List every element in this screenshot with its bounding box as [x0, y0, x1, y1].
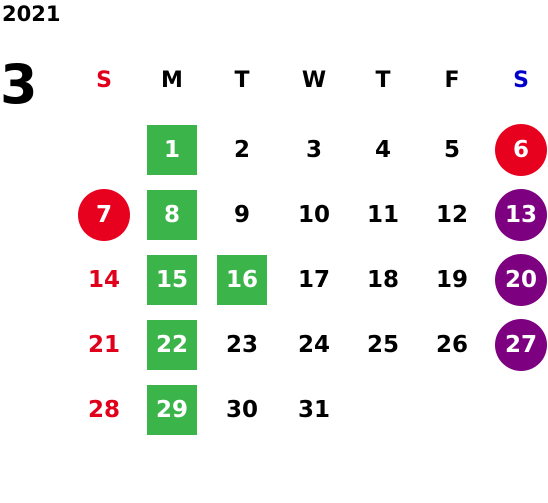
day-cell[interactable]: 19 [435, 267, 468, 293]
day-cell[interactable]: 9 [233, 202, 250, 228]
weekday-header: F [444, 68, 460, 93]
day-cell[interactable]: 2 [233, 137, 250, 163]
weekday-header: M [161, 68, 183, 93]
weekday-header: T [375, 68, 391, 93]
day-cell[interactable]: 14 [87, 267, 120, 293]
weekday-header: T [234, 68, 250, 93]
day-cell[interactable]: 22 [147, 320, 197, 370]
day-cell[interactable]: 10 [297, 202, 330, 228]
day-cell[interactable]: 23 [225, 332, 258, 358]
day-cell[interactable]: 6 [495, 124, 547, 176]
year-label: 2021 [2, 2, 61, 26]
day-cell[interactable]: 28 [87, 397, 120, 423]
day-cell[interactable]: 21 [87, 332, 120, 358]
day-cell[interactable]: 29 [147, 385, 197, 435]
month-number: 3 [0, 53, 38, 116]
day-cell[interactable]: 26 [435, 332, 468, 358]
day-cell[interactable]: 27 [495, 319, 547, 371]
day-cell[interactable]: 17 [297, 267, 330, 293]
day-cell[interactable]: 31 [297, 397, 330, 423]
weekday-header: S [96, 68, 112, 93]
day-cell[interactable]: 15 [147, 255, 197, 305]
day-cell[interactable]: 3 [305, 137, 322, 163]
day-cell[interactable]: 18 [366, 267, 399, 293]
day-cell[interactable]: 1 [147, 125, 197, 175]
day-cell[interactable]: 7 [78, 189, 130, 241]
day-cell[interactable]: 20 [495, 254, 547, 306]
weekday-header: W [301, 68, 327, 93]
day-cell[interactable]: 24 [297, 332, 330, 358]
day-cell[interactable]: 4 [374, 137, 391, 163]
day-cell[interactable]: 5 [443, 137, 460, 163]
day-cell[interactable]: 25 [366, 332, 399, 358]
day-cell[interactable]: 12 [435, 202, 468, 228]
day-cell[interactable]: 16 [217, 255, 267, 305]
day-cell[interactable]: 13 [495, 189, 547, 241]
weekday-header: S [513, 68, 529, 93]
day-cell[interactable]: 30 [225, 397, 258, 423]
day-cell[interactable]: 8 [147, 190, 197, 240]
day-cell[interactable]: 11 [366, 202, 399, 228]
